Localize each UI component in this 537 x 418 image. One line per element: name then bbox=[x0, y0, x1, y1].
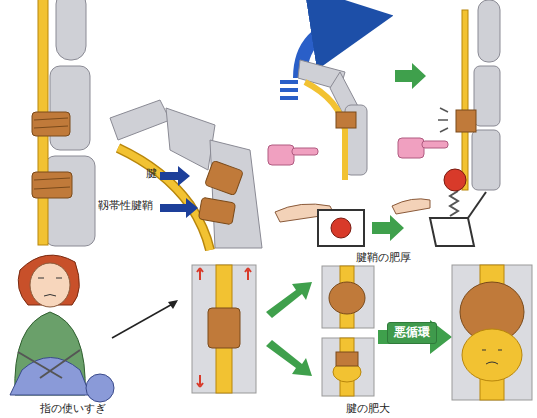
part-label: 指の使いすぎ bbox=[40, 403, 106, 415]
pointing-hand-part bbox=[422, 141, 448, 148]
straight-finger-part bbox=[50, 66, 90, 150]
knitting-woman-part bbox=[112, 302, 176, 338]
spring-box-analogy-part bbox=[468, 192, 486, 218]
knitting-woman-part bbox=[38, 278, 62, 296]
part-label: 腱鞘の肥厚 bbox=[356, 252, 411, 264]
tendon-panels-part bbox=[322, 338, 374, 396]
trigger-bending-part bbox=[462, 10, 468, 190]
knitting-woman-part bbox=[18, 352, 62, 378]
knitting-woman-part bbox=[10, 358, 90, 396]
straight-finger-part bbox=[34, 118, 68, 120]
spring-box-analogy-part bbox=[430, 218, 474, 246]
spring-box-analogy-part bbox=[331, 218, 351, 238]
bent-finger-part bbox=[166, 108, 215, 170]
knitting-woman-part bbox=[168, 300, 178, 309]
pointing-hand bbox=[268, 138, 448, 165]
part-label: 腱 bbox=[146, 168, 157, 180]
pointing-hand-part bbox=[292, 148, 318, 155]
knitting-woman-part bbox=[86, 374, 114, 402]
tendon-panels bbox=[192, 265, 532, 400]
part-label: 靱帯性腱鞘 bbox=[98, 200, 153, 212]
knitting-woman-part bbox=[30, 263, 70, 307]
bent-finger-part bbox=[118, 148, 210, 250]
spring-box-analogy-part bbox=[450, 191, 458, 216]
tendon-panels-part bbox=[208, 308, 240, 348]
knitting-woman-part bbox=[40, 350, 80, 378]
straight-finger-part bbox=[34, 187, 70, 189]
tendon-panels-part bbox=[322, 266, 374, 328]
spring-box-analogy-part bbox=[444, 169, 466, 191]
trigger-bending-part bbox=[280, 88, 298, 92]
tendon-panels-part bbox=[266, 282, 312, 318]
bent-finger-part bbox=[110, 100, 170, 140]
tendon-panels-part bbox=[329, 282, 365, 314]
straight-finger-part bbox=[32, 172, 72, 198]
tendon-panels-part bbox=[192, 265, 256, 393]
cycle-box: 悪循環 bbox=[387, 322, 437, 344]
bent-finger-part bbox=[160, 166, 190, 186]
tendon-panels-part bbox=[378, 320, 452, 354]
trigger-bending-part bbox=[336, 112, 356, 128]
trigger-bending-part bbox=[438, 108, 448, 132]
straight-finger-part bbox=[34, 178, 70, 180]
bent-finger-part bbox=[205, 160, 244, 195]
trigger-bending-part bbox=[280, 96, 298, 100]
bent-finger-part bbox=[210, 140, 262, 248]
trigger-bending-part bbox=[395, 63, 426, 89]
tendon-panels-part bbox=[452, 265, 532, 400]
straight-finger bbox=[32, 0, 95, 246]
trigger-bending-part bbox=[474, 66, 500, 126]
bent-finger-part bbox=[198, 197, 235, 225]
trigger-bending-part bbox=[478, 0, 500, 62]
spring-box-analogy-part bbox=[392, 199, 430, 214]
tendon-panels-part bbox=[462, 329, 522, 381]
spring-box-analogy-part bbox=[372, 215, 404, 241]
trigger-bending-part bbox=[280, 80, 298, 84]
spring-box-analogy bbox=[275, 169, 486, 246]
spring-box-analogy-part bbox=[318, 210, 364, 246]
tendon-panels-part bbox=[266, 340, 312, 376]
bent-finger bbox=[110, 100, 262, 250]
trigger-bending bbox=[280, 0, 500, 190]
knitting-woman bbox=[10, 255, 178, 402]
straight-finger-part bbox=[34, 126, 68, 128]
bent-finger-part bbox=[118, 148, 210, 250]
pointing-hand-part bbox=[398, 138, 424, 158]
part-label: 腱の肥大 bbox=[346, 403, 390, 415]
bent-finger-part bbox=[160, 198, 198, 218]
straight-finger-part bbox=[32, 112, 70, 136]
trigger-bending-part bbox=[456, 110, 476, 132]
tendon-panels-part bbox=[197, 268, 251, 387]
straight-finger-part bbox=[45, 156, 95, 246]
straight-finger-part bbox=[56, 0, 86, 60]
trigger-bending-part bbox=[305, 82, 345, 180]
pointing-hand-part bbox=[268, 145, 294, 165]
trigger-bending-part bbox=[472, 130, 500, 190]
cycle-text: 悪循環 bbox=[394, 326, 430, 339]
tendon-panels-part bbox=[336, 352, 358, 366]
tendon-panels-part bbox=[482, 350, 502, 364]
